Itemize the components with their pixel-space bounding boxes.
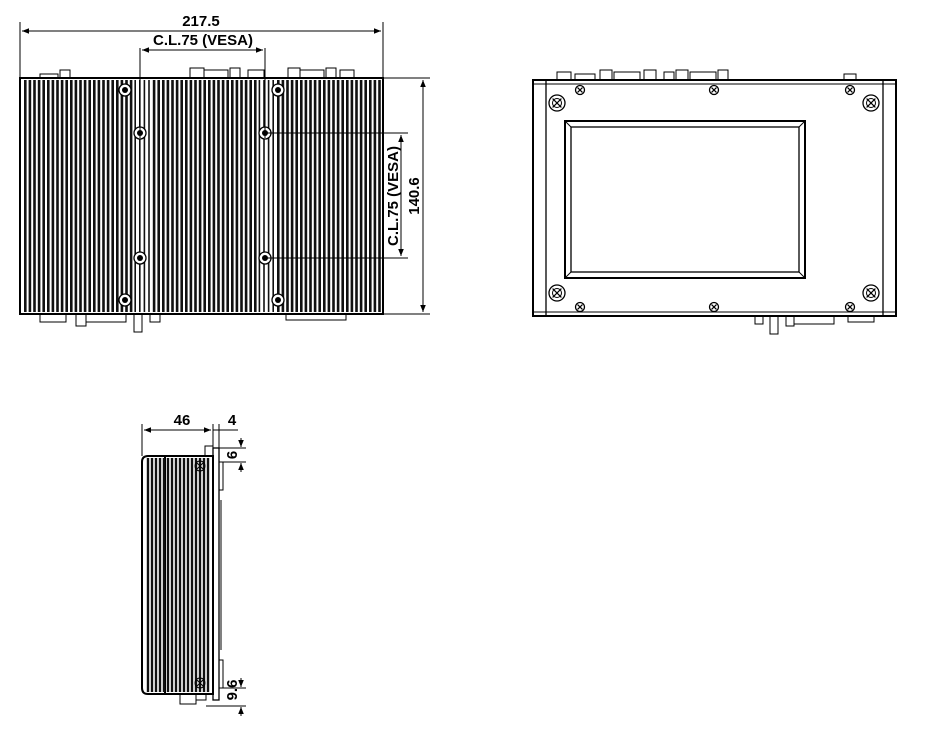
side-view: 46 4 6 9.6 bbox=[141, 412, 246, 716]
dimension-bottom-offset: 9.6 bbox=[206, 678, 246, 716]
front-view: 217.5 C.L.75 (VESA) C.L.75 (VESA) 140.6 bbox=[19, 13, 430, 333]
dimension-overall-width: 217.5 bbox=[19, 13, 384, 78]
display-screws bbox=[548, 84, 880, 313]
dimension-top-offset: 6 bbox=[219, 438, 246, 472]
label-vesa-vertical: C.L.75 (VESA) bbox=[385, 146, 402, 246]
label-overall-width: 217.5 bbox=[182, 13, 220, 30]
label-overall-height: 140.6 bbox=[406, 177, 423, 215]
bottom-connectors bbox=[39, 313, 347, 333]
side-panel bbox=[212, 447, 220, 701]
display-top-connectors bbox=[556, 69, 857, 81]
display-chassis-outline bbox=[532, 79, 897, 317]
dimension-vesa-vertical: C.L.75 (VESA) bbox=[265, 132, 408, 259]
display-view bbox=[532, 69, 897, 335]
dimension-depth: 46 bbox=[141, 412, 214, 456]
chassis-outline bbox=[19, 77, 384, 315]
lcd-screen bbox=[570, 126, 800, 273]
label-depth: 46 bbox=[174, 412, 191, 429]
heatsink-fins bbox=[24, 80, 381, 312]
top-connectors bbox=[39, 67, 355, 79]
label-panel-offset: 4 bbox=[228, 412, 237, 429]
label-bottom-offset: 9.6 bbox=[224, 680, 241, 701]
label-top-offset: 6 bbox=[224, 451, 241, 459]
dimension-vesa-horizontal: C.L.75 (VESA) bbox=[139, 32, 266, 138]
lcd-panel-bezel bbox=[564, 120, 806, 279]
display-bottom-connectors bbox=[754, 315, 875, 335]
side-left-edge bbox=[141, 455, 166, 695]
side-fins bbox=[146, 458, 210, 692]
dimension-overall-height: 140.6 bbox=[383, 77, 430, 315]
label-vesa-horizontal: C.L.75 (VESA) bbox=[153, 32, 253, 49]
dimension-panel-offset: 4 bbox=[213, 412, 238, 448]
